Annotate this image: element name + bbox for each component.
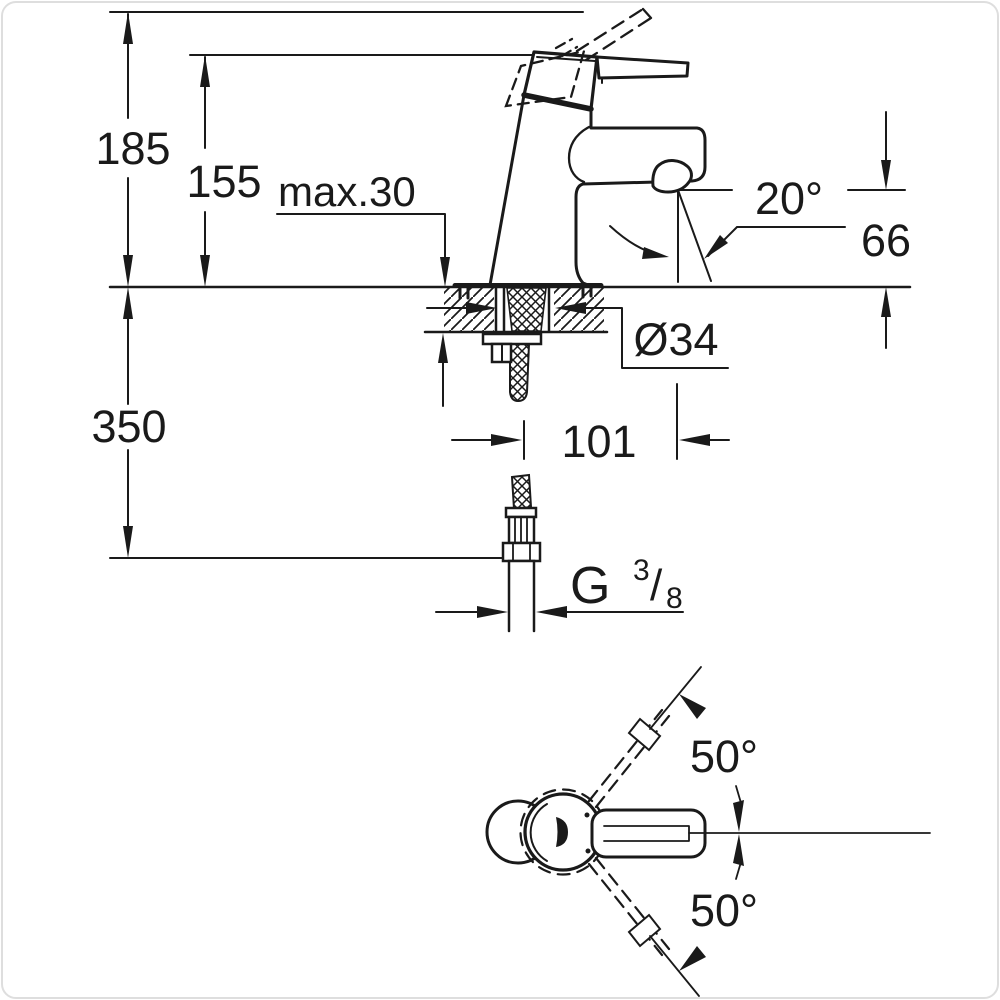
body-outline <box>488 93 707 287</box>
dim-66 <box>847 111 906 349</box>
body-inner-arc <box>529 803 548 862</box>
hose-in-hole <box>506 287 547 332</box>
arc-arrowhead-up <box>679 694 706 719</box>
lever-swing-down <box>587 856 671 957</box>
lever-top-view <box>590 808 707 859</box>
dim-20deg <box>609 189 846 283</box>
arrowhead-up <box>123 12 133 44</box>
detail-dot-lower <box>585 848 591 854</box>
dim-155 <box>200 55 210 287</box>
cartridge-slot <box>556 817 568 847</box>
arrowhead-right <box>466 302 497 314</box>
connector-hex-nut <box>501 541 542 563</box>
thread-slash: / <box>650 561 663 610</box>
top-view <box>485 666 931 997</box>
label-185: 185 <box>95 123 170 174</box>
lever-raised-dashed <box>504 7 653 108</box>
label-thread-g38: G 3 / 8 <box>570 554 683 615</box>
arrowhead-right <box>477 606 508 618</box>
angle-line-down <box>649 935 700 997</box>
arrowhead-up <box>123 287 133 319</box>
arrowhead-down <box>881 160 891 190</box>
hose-upper-piece <box>509 343 531 403</box>
detail-dot-upper <box>584 812 590 818</box>
label-350: 350 <box>91 401 166 452</box>
arrowhead-up <box>200 55 210 87</box>
angle-line-up <box>649 666 702 730</box>
arrowhead-down <box>123 526 133 558</box>
supply-hose <box>501 473 542 633</box>
dashed-lever-up <box>587 708 671 809</box>
dim-g38 <box>435 606 684 618</box>
thread-numerator: 3 <box>633 554 650 587</box>
aerator <box>651 159 693 194</box>
arc-arrowhead-down <box>679 946 706 971</box>
arrowhead-right <box>491 434 522 446</box>
label-50-upper: 50° <box>690 731 758 782</box>
washer <box>481 332 543 346</box>
dashed-lever-down <box>587 856 671 957</box>
thread-g: G <box>570 557 610 615</box>
arrowhead-left <box>679 434 710 446</box>
thread-denominator: 8 <box>666 582 683 615</box>
label-max30: max.30 <box>278 168 416 215</box>
arrowhead-to-centerline-lower <box>733 834 744 866</box>
label-20deg: 20° <box>755 173 823 224</box>
arc-arrowhead <box>642 247 669 259</box>
arrowhead-left <box>536 606 567 618</box>
leader-max30 <box>276 213 446 258</box>
dashed-cap <box>504 49 586 108</box>
leader-20deg <box>707 226 846 257</box>
lever-end-cap-down <box>627 913 662 948</box>
dim-dia34 <box>426 302 729 369</box>
label-101: 101 <box>561 416 636 467</box>
side-view <box>108 7 912 633</box>
mounting-hardware <box>481 332 543 403</box>
leader-arrowhead <box>704 235 728 259</box>
arrowhead-down <box>440 257 450 287</box>
arrowhead-to-centerline-upper <box>733 800 744 832</box>
dim-350 <box>123 287 133 558</box>
connector-tube <box>507 559 536 633</box>
hose-lower-piece <box>510 473 533 511</box>
dim-185 <box>123 12 133 287</box>
shank-walls <box>494 286 551 333</box>
lever-end-cap-up <box>627 717 662 752</box>
arrowhead-left <box>555 302 586 314</box>
leader-dia34 <box>584 307 729 369</box>
dashed-chevrons <box>554 37 579 58</box>
connector-collar <box>504 506 538 519</box>
dashed-lever-bar <box>575 7 653 62</box>
dim-50-lower <box>649 834 744 997</box>
label-50-lower: 50° <box>690 885 758 936</box>
faucet-body <box>452 50 707 300</box>
dim-max30 <box>276 213 450 407</box>
hex-flats <box>512 542 531 562</box>
dim-50-upper <box>649 666 744 832</box>
label-66: 66 <box>861 215 911 266</box>
label-dia34: Ø34 <box>633 314 718 365</box>
dim-101 <box>451 383 730 460</box>
stub-upper <box>735 785 742 804</box>
label-155: 155 <box>186 156 261 207</box>
labels: 185 155 max.30 20° 66 Ø34 350 101 G 3 / … <box>91 123 911 936</box>
lever-swing-up <box>587 708 671 809</box>
cap-bottom-edge <box>521 92 594 112</box>
body-inner-curve <box>567 125 591 184</box>
arrowhead-up <box>438 333 448 363</box>
arrowhead-up <box>881 287 891 317</box>
arrowhead-down <box>123 255 133 287</box>
arrowhead-down <box>200 255 210 287</box>
outlet-angled-line <box>677 189 712 282</box>
connector-ribs <box>514 516 528 544</box>
lever-handle <box>595 55 690 80</box>
